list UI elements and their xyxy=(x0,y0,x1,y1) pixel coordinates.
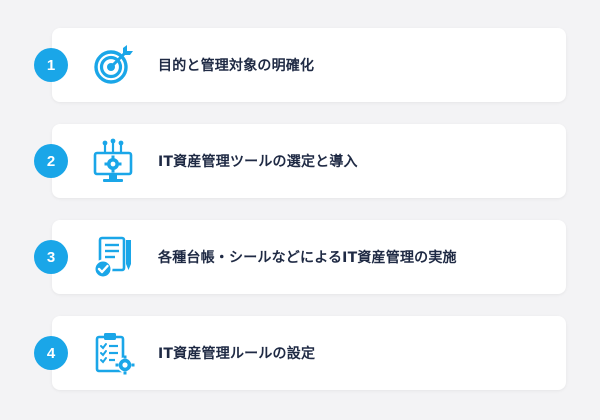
step-card xyxy=(52,220,566,294)
step-label: IT資産管理ツールの選定と導入 xyxy=(158,154,358,170)
step-number-badge: 3 xyxy=(34,240,68,274)
step-3: 3 各種台帳・シールなどによるIT資産管理の実施 xyxy=(0,220,600,294)
step-label: IT資産管理ルールの設定 xyxy=(158,346,316,362)
step-label: 各種台帳・シールなどによるIT資産管理の実施 xyxy=(158,250,457,266)
step-card xyxy=(52,316,566,390)
clipboard-gear-icon xyxy=(90,330,136,376)
target-icon xyxy=(90,42,136,88)
step-number-badge: 1 xyxy=(34,48,68,82)
step-number-badge: 2 xyxy=(34,144,68,178)
step-1: 1 目的と管理対象の明確化 xyxy=(0,28,600,102)
step-card xyxy=(52,28,566,102)
step-number-badge: 4 xyxy=(34,336,68,370)
monitor-gear-icon xyxy=(90,138,136,184)
document-check-icon xyxy=(90,234,136,280)
step-card xyxy=(52,124,566,198)
step-4: 4 IT資産管理ルールの設定 xyxy=(0,316,600,390)
step-label: 目的と管理対象の明確化 xyxy=(158,58,315,74)
step-2: 2 IT資産管理ツール xyxy=(0,124,600,198)
